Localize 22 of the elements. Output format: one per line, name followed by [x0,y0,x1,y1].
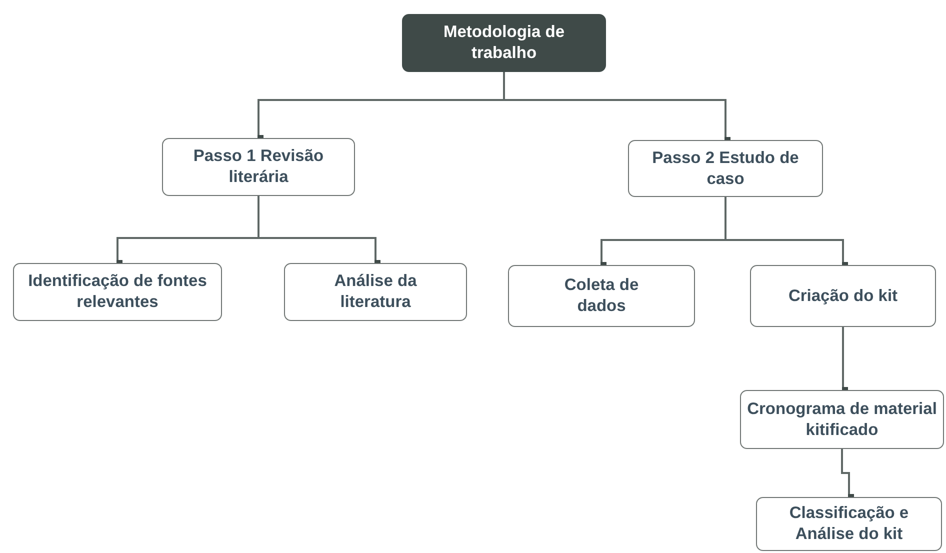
box-label: Passo 2 Estudo de caso [651,148,800,190]
step-box [284,263,467,321]
step-box [508,265,695,327]
box-label: Passo 1 Revisão literária [192,146,325,188]
box-label: Metodologia de trabalho [442,22,566,64]
box-label: Cronograma de material kitificado [747,398,937,440]
box-label: Classificação e Análise do kit [788,503,910,545]
step-box [750,265,936,327]
box-label: Coleta de dados [563,275,640,317]
step-box [756,497,942,551]
root-box [402,14,606,72]
box-label: Análise da literatura [333,271,418,313]
step-box [162,138,355,196]
connector-line [724,197,848,268]
box-label: Criação do kit [788,286,898,306]
step-box [13,263,222,321]
connector-line [842,327,848,393]
step-box [740,390,944,449]
connector-line [503,72,730,143]
box-label: Identificação de fontes relevantes [27,271,208,313]
connector-line [841,449,854,500]
step-box [628,140,823,197]
